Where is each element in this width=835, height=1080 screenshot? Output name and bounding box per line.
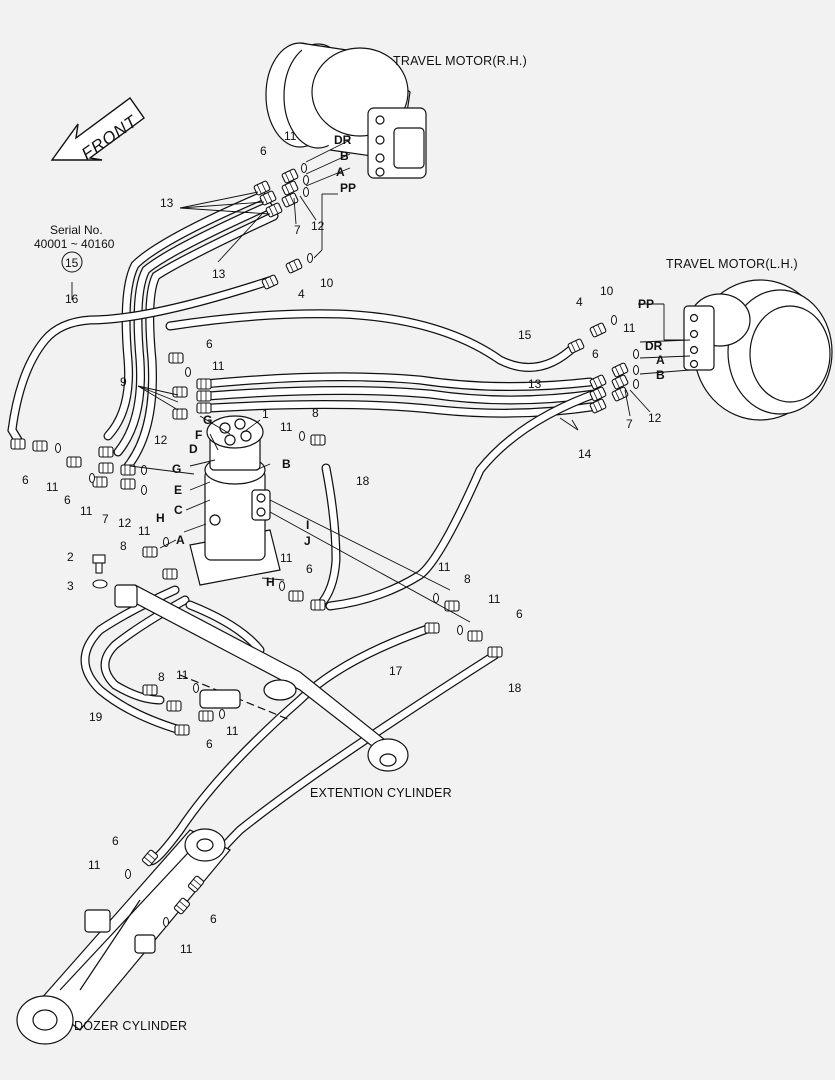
part-11: 11 <box>46 480 59 494</box>
part-6: 6 <box>260 144 267 158</box>
ref-15-circle <box>61 251 83 273</box>
port-e: E <box>174 483 183 497</box>
extention-cylinder <box>114 584 409 772</box>
part-10: 10 <box>320 276 334 290</box>
part-7: 7 <box>294 223 301 237</box>
part-13: 13 <box>212 267 226 281</box>
part-17: 17 <box>389 664 403 678</box>
part-14: 14 <box>578 447 592 461</box>
part-11: 11 <box>138 524 151 538</box>
port-g-mid: G <box>172 462 182 476</box>
port-i: I <box>306 518 310 532</box>
bolt-and-washer <box>92 554 108 589</box>
title-travel-motor-rh: TRAVEL MOTOR(R.H.) <box>393 54 527 68</box>
part-12: 12 <box>118 516 132 530</box>
part-6: 6 <box>22 473 29 487</box>
title-extention-cylinder: EXTENTION CYLINDER <box>310 786 452 800</box>
part-12: 12 <box>311 219 325 233</box>
port-a-swivel: A <box>176 533 185 547</box>
part-11: 11 <box>180 942 193 956</box>
front-arrow <box>50 97 145 161</box>
part-11: 11 <box>176 668 189 682</box>
part-6: 6 <box>206 737 213 751</box>
port-dr-rh: DR <box>334 133 352 147</box>
port-pp-lh: PP <box>638 297 655 311</box>
part-4: 4 <box>298 287 305 301</box>
part-10: 10 <box>600 284 614 298</box>
swivel-joint <box>189 415 281 586</box>
part-11: 11 <box>284 129 297 143</box>
part-7: 7 <box>626 417 633 431</box>
port-b-swivel: B <box>282 457 291 471</box>
part-4: 4 <box>576 295 583 309</box>
travel-motor-lh <box>683 279 833 421</box>
leader-lines <box>71 139 691 623</box>
port-dr-lh: DR <box>645 339 663 353</box>
part-7: 7 <box>102 512 109 526</box>
travel-motor-rh <box>265 42 427 179</box>
port-j: J <box>304 534 311 548</box>
part-8: 8 <box>158 670 165 684</box>
part-11: 11 <box>80 504 93 518</box>
part-15: 15 <box>518 328 532 342</box>
part-6: 6 <box>210 912 217 926</box>
port-f: F <box>195 428 203 442</box>
part-11: 11 <box>438 560 451 574</box>
part-18: 18 <box>356 474 370 488</box>
part-11: 11 <box>88 858 101 872</box>
part-6: 6 <box>592 347 599 361</box>
part-11: 11 <box>212 359 225 373</box>
part-11: 11 <box>226 724 239 738</box>
part-6: 6 <box>64 493 71 507</box>
part-9: 9 <box>120 375 127 389</box>
title-travel-motor-lh: TRAVEL MOTOR(L.H.) <box>666 257 798 271</box>
part-11: 11 <box>280 551 293 565</box>
serial-range: 40001 ~ 40160 <box>34 237 115 251</box>
port-c: C <box>174 503 183 517</box>
part-11: 11 <box>280 420 293 434</box>
part-12: 12 <box>154 433 168 447</box>
port-h-right: H <box>266 575 275 589</box>
port-pp-rh: PP <box>340 181 357 195</box>
part-6: 6 <box>206 337 213 351</box>
serial-label: Serial No. <box>50 223 103 237</box>
part-3: 3 <box>67 579 74 593</box>
part-6: 6 <box>516 607 523 621</box>
part-12: 12 <box>648 411 662 425</box>
part-8: 8 <box>312 406 319 420</box>
part-2: 2 <box>67 550 74 564</box>
title-dozer-cylinder: DOZER CYLINDER <box>74 1019 188 1033</box>
dozer-cylinder <box>16 828 231 1045</box>
part-8: 8 <box>464 572 471 586</box>
part-13: 13 <box>160 196 174 210</box>
part-16: 16 <box>65 292 79 306</box>
part-13: 13 <box>528 377 542 391</box>
port-h-left: H <box>156 511 165 525</box>
part-8: 8 <box>120 539 127 553</box>
hoses <box>7 191 605 889</box>
part-11: 11 <box>488 592 501 606</box>
part-1: 1 <box>262 407 269 421</box>
port-a-rh: A <box>336 165 345 179</box>
part-6: 6 <box>306 562 313 576</box>
serial-ref-number: 15 <box>65 256 79 270</box>
port-d: D <box>189 442 198 456</box>
port-g-top: G <box>203 413 213 427</box>
port-a-lh: A <box>656 353 665 367</box>
part-6: 6 <box>112 834 119 848</box>
port-b-lh: B <box>656 368 665 382</box>
part-11: 11 <box>623 321 636 335</box>
port-b-rh: B <box>340 149 349 163</box>
part-19: 19 <box>89 710 103 724</box>
part-18: 18 <box>508 681 522 695</box>
